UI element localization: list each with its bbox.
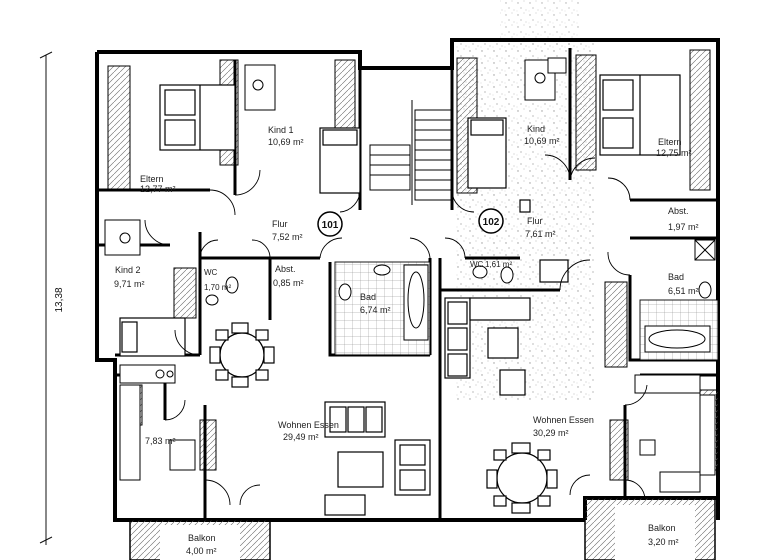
- svg-text:9,71 m²: 9,71 m²: [114, 279, 145, 289]
- svg-text:6,74 m²: 6,74 m²: [360, 305, 391, 315]
- scan-noise: [500, 0, 580, 45]
- svg-text:10,69 m²: 10,69 m²: [524, 136, 560, 146]
- svg-text:Eltern: Eltern: [140, 174, 164, 184]
- svg-text:WC: WC: [204, 268, 218, 277]
- svg-text:Kind: Kind: [527, 124, 545, 134]
- svg-text:Bad: Bad: [668, 272, 684, 282]
- svg-text:Bad: Bad: [360, 292, 376, 302]
- svg-text:Abst.: Abst.: [275, 264, 296, 274]
- svg-text:29,49 m²: 29,49 m²: [283, 432, 319, 442]
- svg-text:Kind 2: Kind 2: [115, 265, 141, 275]
- svg-text:101: 101: [322, 220, 339, 231]
- svg-text:Eltern: Eltern: [658, 137, 682, 147]
- living-furniture: [324, 199, 569, 516]
- svg-text:Balkon: Balkon: [648, 523, 676, 533]
- svg-text:0,85 m²: 0,85 m²: [273, 278, 304, 288]
- room-abst-right: Abst. 1,97 m²: [668, 206, 699, 232]
- balcony-left: [129, 519, 271, 560]
- room-flur-left: Flur 7,52 m²: [272, 219, 303, 242]
- room-flur-right: Flur 7,61 m²: [525, 216, 556, 239]
- svg-text:102: 102: [483, 217, 500, 228]
- room-bad-left: Bad 6,74 m²: [360, 292, 391, 315]
- unit-marker-101: 101: [317, 211, 343, 237]
- staircase: [369, 100, 453, 205]
- room-kind1: Kind 1 10,69 m²: [268, 125, 304, 147]
- dining-table-left: [209, 322, 275, 388]
- furniture-beds: [119, 74, 681, 357]
- svg-text:Flur: Flur: [272, 219, 288, 229]
- dining-table-right: [486, 442, 558, 514]
- svg-text:3,20 m²: 3,20 m²: [648, 537, 679, 547]
- room-wohnen-left: Wohnen Essen 29,49 m²: [278, 420, 339, 442]
- svg-text:Abst.: Abst.: [668, 206, 689, 216]
- svg-text:6,51 m²: 6,51 m²: [668, 286, 699, 296]
- room-balkon-right: Balkon 3,20 m²: [648, 523, 679, 547]
- room-bad-right: Bad 6,51 m²: [668, 272, 699, 296]
- room-kind-right: Kind 10,69 m²: [524, 124, 560, 146]
- svg-text:12,75 m²: 12,75 m²: [656, 148, 692, 158]
- svg-text:1,70 m²: 1,70 m²: [204, 283, 231, 292]
- svg-text:Flur: Flur: [527, 216, 543, 226]
- svg-text:1,97 m²: 1,97 m²: [668, 222, 699, 232]
- svg-text:30,29 m²: 30,29 m²: [533, 428, 569, 438]
- svg-text:7,52 m²: 7,52 m²: [272, 232, 303, 242]
- bathroom-fixtures: [205, 239, 719, 361]
- dimension-label: 13,38: [54, 287, 65, 312]
- svg-text:12,77 m²: 12,77 m²: [140, 184, 176, 194]
- room-wohnen-right: Wohnen Essen 30,29 m²: [533, 415, 594, 438]
- svg-text:7,83 m²: 7,83 m²: [145, 436, 176, 446]
- room-kueche-left: 7,83 m²: [145, 436, 176, 446]
- svg-text:Wohnen Essen: Wohnen Essen: [533, 415, 594, 425]
- svg-text:WC: WC: [470, 260, 484, 269]
- unit-marker-102: 102: [478, 208, 504, 234]
- kitchen-units: [119, 364, 716, 493]
- balcony-right: [584, 497, 716, 560]
- room-balkon-left: Balkon 4,00 m²: [186, 533, 217, 556]
- room-wc-left: WC 1,70 m²: [204, 268, 231, 292]
- svg-text:Balkon: Balkon: [188, 533, 216, 543]
- svg-text:10,69 m²: 10,69 m²: [268, 137, 304, 147]
- svg-text:4,00 m²: 4,00 m²: [186, 546, 217, 556]
- dimension-line: 13,38: [39, 51, 65, 545]
- room-abst-left: Abst. 0,85 m²: [273, 264, 304, 288]
- svg-text:1,61 m²: 1,61 m²: [485, 260, 512, 269]
- svg-text:Wohnen Essen: Wohnen Essen: [278, 420, 339, 430]
- furniture-desks: [104, 57, 567, 256]
- door-swings: [144, 154, 648, 506]
- room-kind2: Kind 2 9,71 m²: [114, 265, 145, 289]
- svg-text:7,61 m²: 7,61 m²: [525, 229, 556, 239]
- svg-text:Kind 1: Kind 1: [268, 125, 294, 135]
